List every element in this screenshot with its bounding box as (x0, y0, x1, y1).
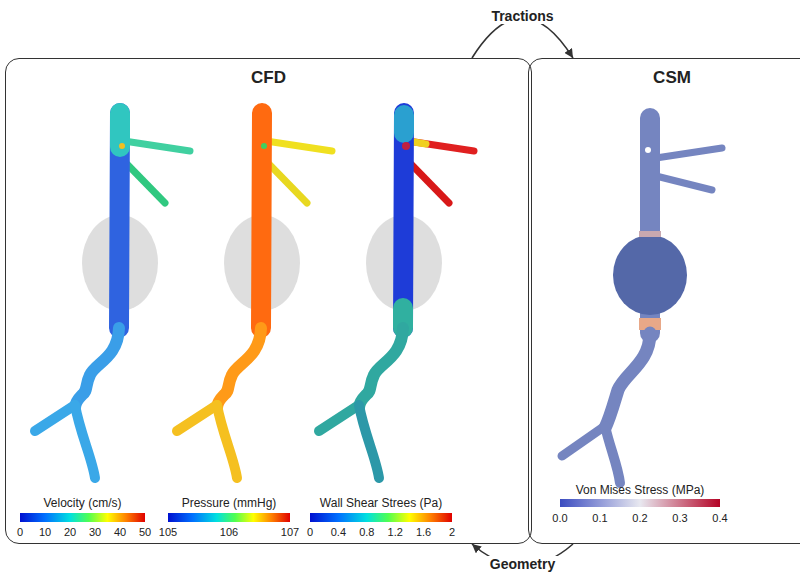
colorbar-title: Von Mises Stress (MPa) (576, 483, 705, 497)
vessel-shape (319, 405, 359, 431)
vessel-shape (124, 161, 165, 203)
tick-label: 105 (159, 526, 177, 538)
vessel-shape (75, 405, 95, 478)
vessel-shape (613, 235, 687, 315)
vessel-shape (656, 176, 712, 190)
pressure-colorbar (168, 513, 290, 522)
vessel-shape (261, 143, 267, 149)
tick-label: 0.1 (592, 512, 607, 524)
vessel-shape (359, 328, 403, 408)
edge-label: Geometry (486, 556, 559, 572)
tick-label: 30 (89, 526, 101, 538)
vessel-shape (177, 405, 217, 431)
tick-label: 50 (139, 526, 151, 538)
vessel-shape (75, 328, 119, 408)
tick-label: 0.8 (359, 526, 374, 538)
vessel-shape (217, 405, 237, 478)
tick-label: 1.6 (416, 526, 431, 538)
velocity-colorbar (20, 513, 145, 522)
tick-label: 40 (114, 526, 126, 538)
vessel-shape (645, 147, 651, 153)
wss-colorbar (310, 513, 452, 522)
vessel-shape (110, 113, 130, 147)
panel-box: CSM (528, 58, 800, 544)
velocity-vessel (35, 113, 190, 478)
vessel-shape (266, 141, 332, 151)
vessel-shape (656, 148, 722, 158)
wss-vessel (319, 113, 474, 478)
vessel-shape (359, 405, 379, 478)
vessel-shape (639, 231, 661, 237)
tick-label: 0.4 (712, 512, 727, 524)
curved-arrow (472, 18, 573, 58)
vessel-shape (605, 333, 650, 428)
panel-title: CFD (6, 68, 531, 88)
vessel-shape (119, 143, 125, 149)
tick-label: 0.4 (331, 526, 346, 538)
tick-label: 20 (64, 526, 76, 538)
colorbar-title: Wall Shear Strees (Pa) (320, 496, 442, 510)
tick-label: 2 (449, 526, 455, 538)
colorbar-title: Velocity (cm/s) (43, 496, 121, 510)
panel-box: CFD (5, 58, 532, 544)
tick-label: 0.2 (632, 512, 647, 524)
tick-label: 0 (17, 526, 23, 538)
csm-vessel (562, 118, 722, 483)
vessel-shape (35, 405, 75, 431)
tick-label: 0.0 (552, 512, 567, 524)
vessel-shape (394, 115, 414, 133)
vessel-shape (266, 161, 307, 203)
stress-colorbar (560, 499, 720, 507)
vessel-shape (562, 426, 605, 456)
vessel-shape (217, 328, 261, 408)
tick-label: 0 (307, 526, 313, 538)
colorbar-title: Pressure (mmHg) (182, 496, 277, 510)
vessel-shape (124, 141, 190, 151)
tick-label: 106 (220, 526, 238, 538)
tick-label: 0.3 (672, 512, 687, 524)
vessel-shape (408, 141, 474, 151)
pressure-vessel (177, 113, 332, 478)
edge-label: Tractions (487, 8, 557, 24)
panel-title: CSM (529, 68, 800, 88)
vessel-shape (605, 426, 620, 483)
tick-label: 10 (39, 526, 51, 538)
tick-label: 107 (281, 526, 299, 538)
tick-label: 1.2 (388, 526, 403, 538)
vessel-shape (402, 142, 410, 150)
vessel-shape (408, 161, 449, 203)
